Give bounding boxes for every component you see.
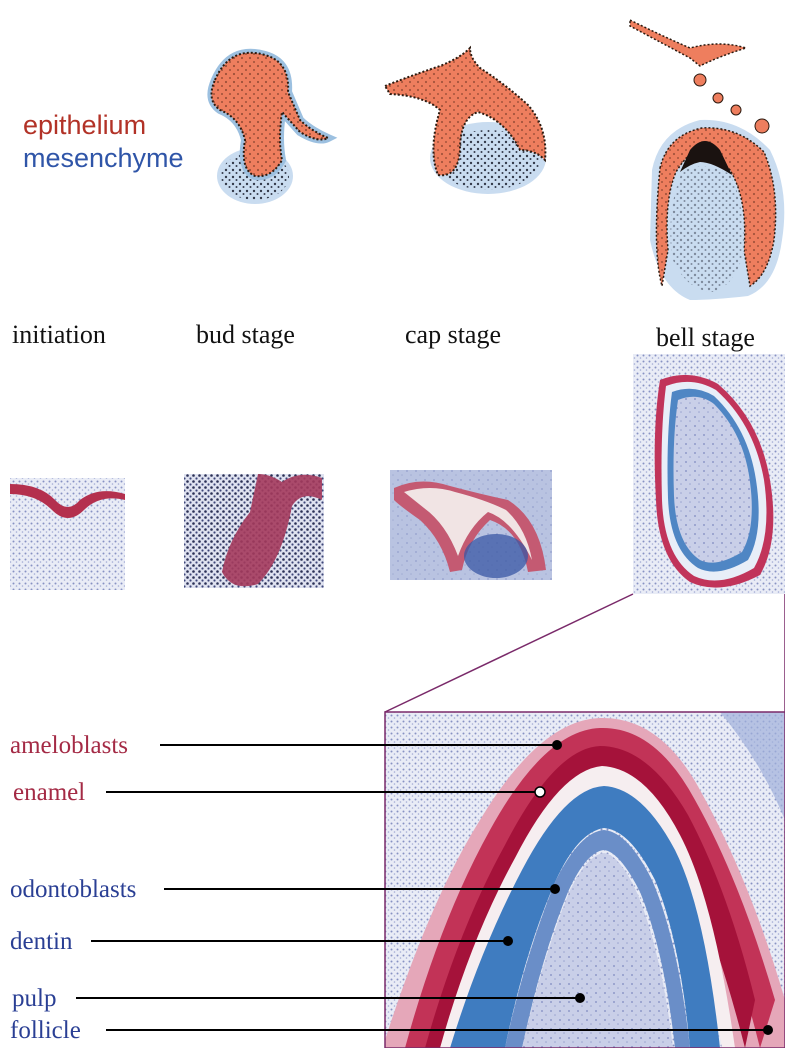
follicle-marker	[763, 1025, 773, 1035]
stage-label-initiation: initiation	[12, 322, 106, 348]
ameloblasts-marker	[552, 740, 562, 750]
legend-epithelium: epithelium	[23, 112, 146, 139]
stage-label-bud: bud stage	[196, 322, 295, 348]
pulp-marker	[575, 993, 585, 1003]
cap-stage-drawing	[385, 48, 546, 194]
label-enamel: enamel	[13, 780, 85, 805]
odontoblasts-marker	[550, 884, 560, 894]
zoom-line-left	[385, 594, 633, 712]
legend-mesenchyme: mesenchyme	[23, 145, 184, 172]
label-pulp: pulp	[12, 986, 56, 1011]
bell-stage-micrograph	[633, 354, 785, 594]
initiation-micrograph	[10, 478, 125, 590]
bud-stage-micrograph	[184, 474, 324, 588]
label-follicle: follicle	[10, 1018, 81, 1043]
cap-stage-micrograph	[390, 470, 552, 580]
dentin-marker	[503, 936, 513, 946]
bell-stage-drawing	[630, 20, 784, 300]
label-ameloblasts: ameloblasts	[10, 733, 128, 758]
label-odontoblasts: odontoblasts	[10, 877, 136, 902]
stage-label-bell: bell stage	[656, 325, 755, 351]
stage-label-cap: cap stage	[405, 322, 501, 348]
enamel-marker	[535, 787, 545, 797]
label-dentin: dentin	[10, 929, 73, 954]
bud-stage-drawing	[211, 53, 328, 204]
